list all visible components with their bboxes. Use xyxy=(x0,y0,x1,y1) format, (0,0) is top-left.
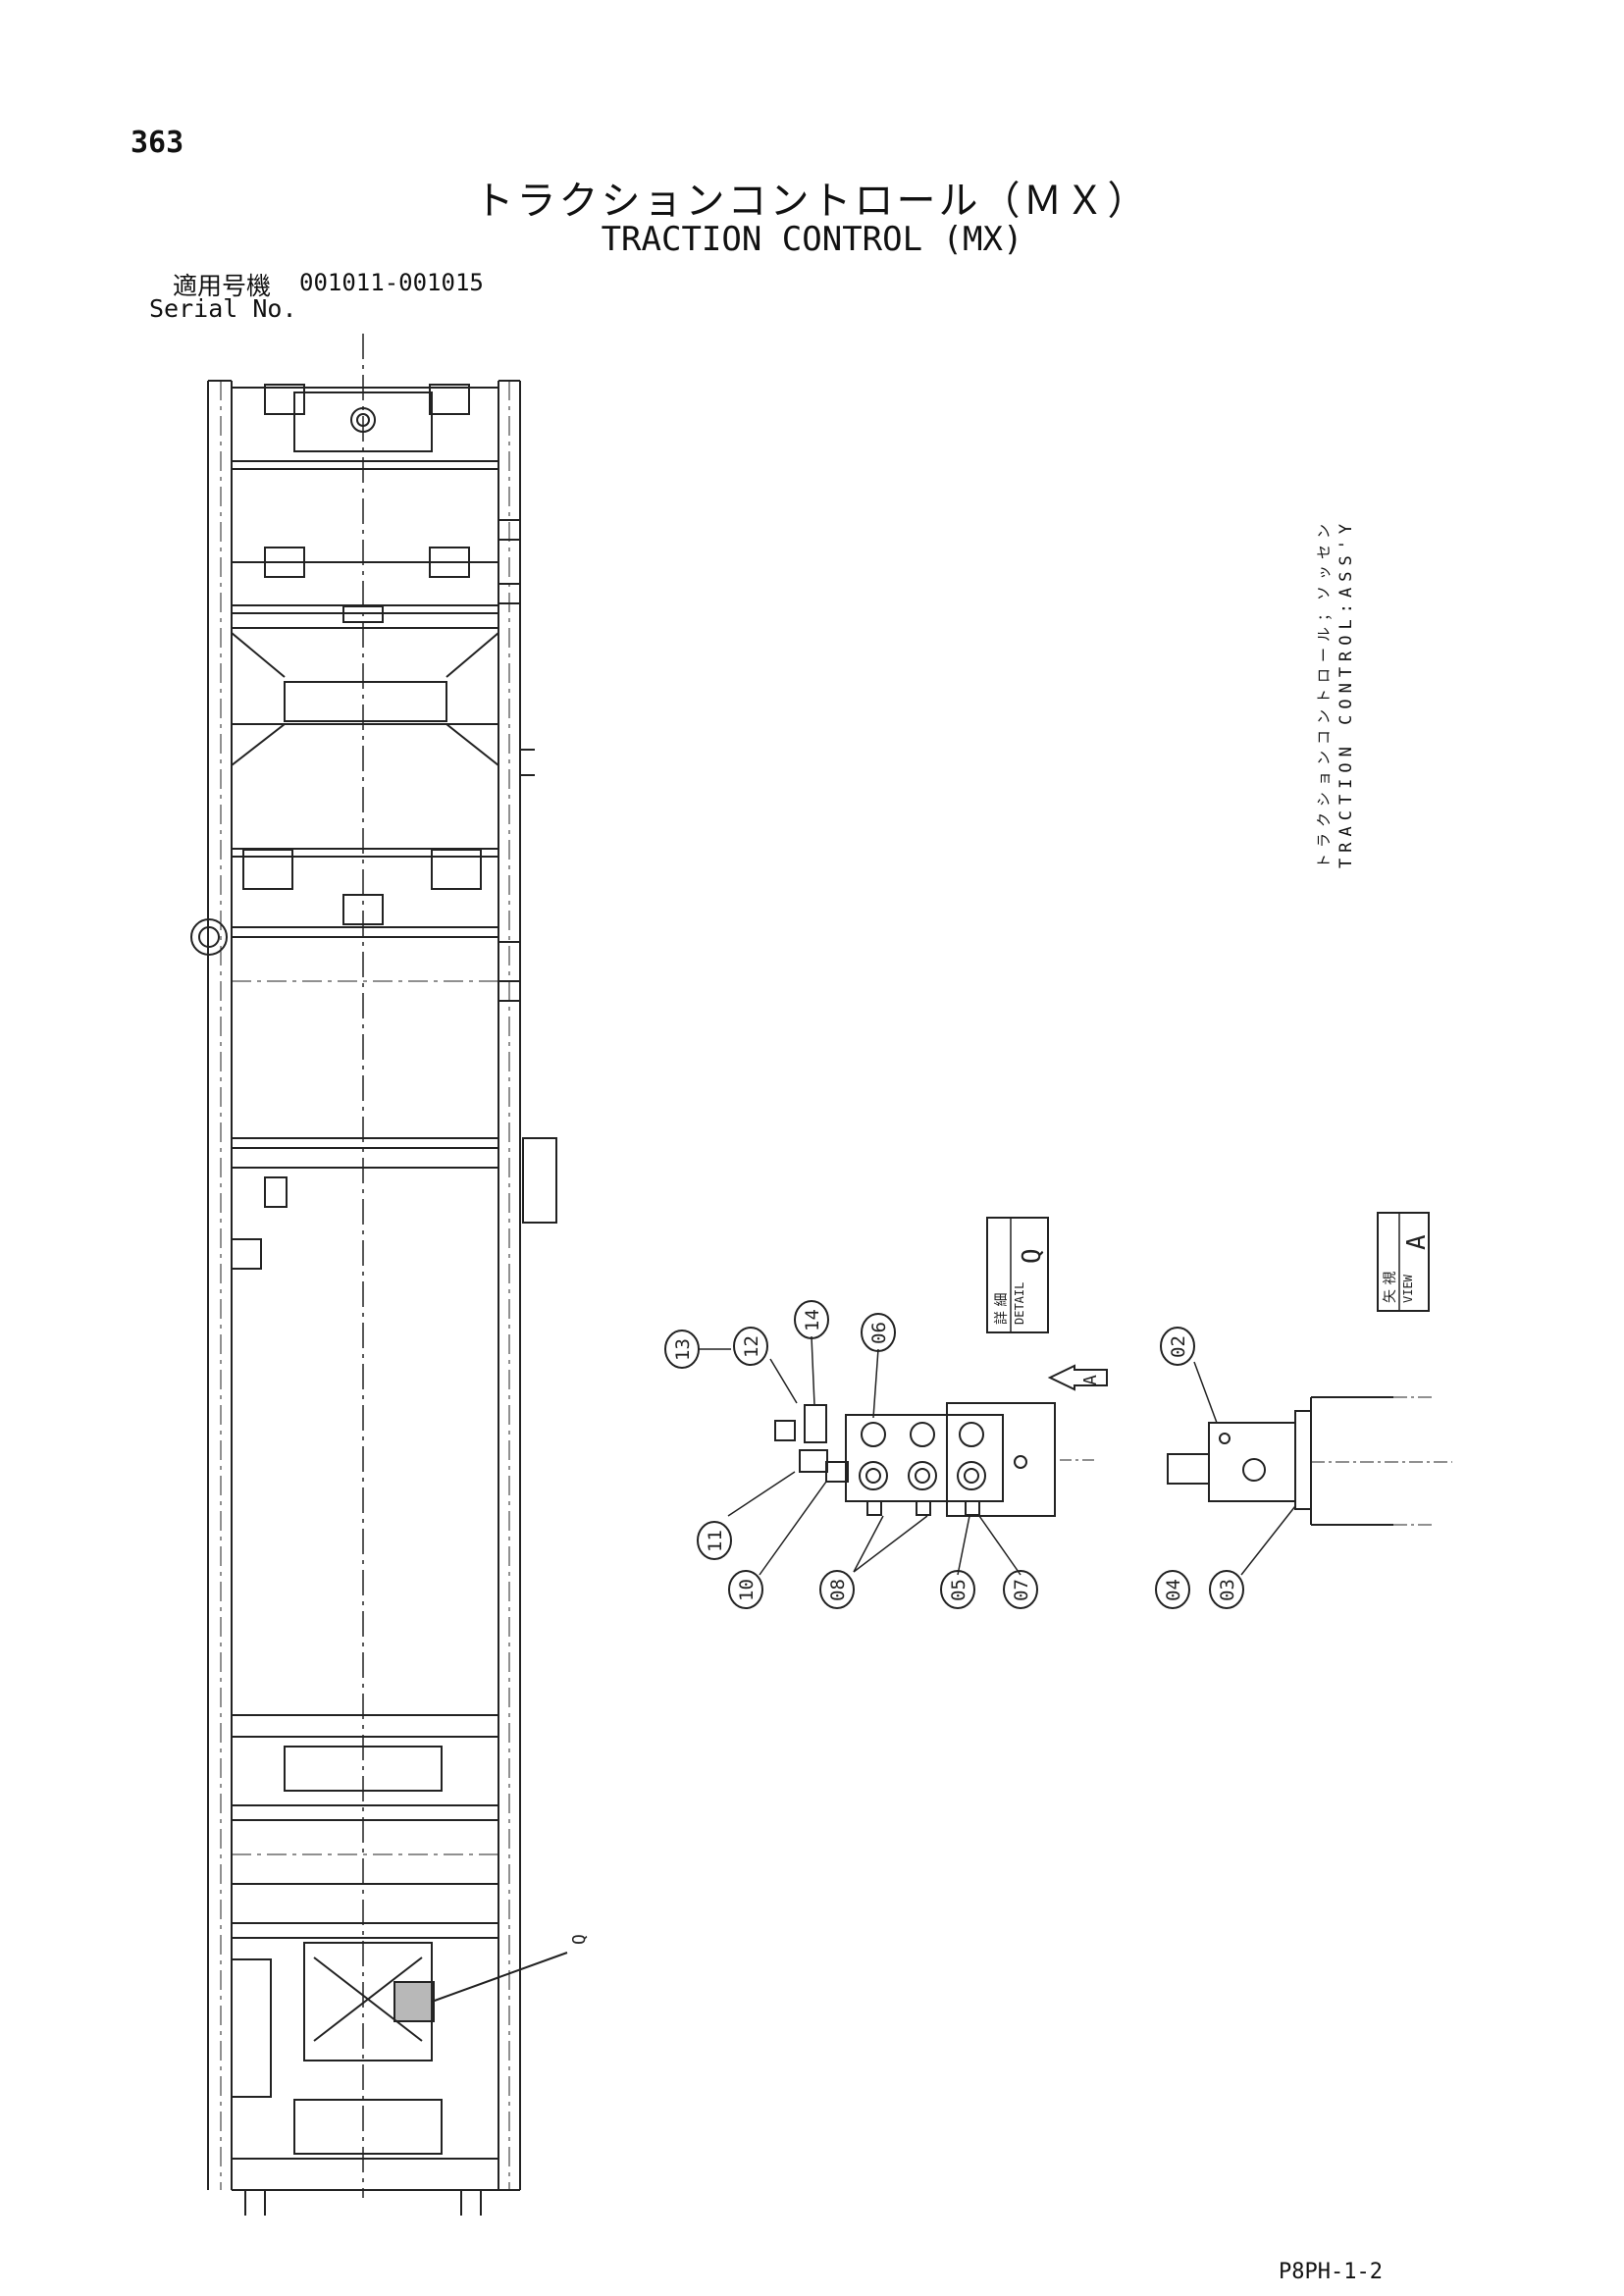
part-balloons: 13 12 14 06 11 10 08 05 07 02 04 03 xyxy=(664,1300,1244,1609)
part-balloon xyxy=(1155,1570,1190,1609)
part-balloon-label: 06 xyxy=(868,1322,890,1344)
view-box-kanji: 矢 視 xyxy=(1383,1272,1398,1303)
part-balloon xyxy=(819,1570,855,1609)
part-balloon xyxy=(728,1570,763,1609)
part-balloon-label: 04 xyxy=(1163,1579,1184,1601)
part-balloon xyxy=(1209,1570,1244,1609)
balloon-leaders xyxy=(699,1335,1296,1576)
part-balloon-label: 14 xyxy=(802,1309,823,1331)
page-title-en: TRACTION CONTROL (MX) xyxy=(601,220,1023,259)
serial-range: 001011-001015 xyxy=(299,269,484,296)
view-box-en: VIEW xyxy=(1401,1274,1415,1303)
part-balloon-label: 13 xyxy=(672,1338,694,1361)
part-balloon-label: 11 xyxy=(705,1530,726,1552)
part-balloon-label: 08 xyxy=(827,1579,849,1601)
chassis-frame xyxy=(190,334,568,2216)
part-balloon xyxy=(1003,1570,1038,1609)
detail-box-kanji: 詳 細 xyxy=(994,1293,1010,1325)
view-a-valve xyxy=(1167,1396,1452,1526)
part-balloon xyxy=(697,1521,732,1560)
part-balloon-label: 07 xyxy=(1011,1579,1032,1601)
part-balloon xyxy=(1160,1327,1195,1366)
part-balloon-label: 12 xyxy=(741,1335,762,1358)
part-balloon xyxy=(940,1570,975,1609)
serial-label-jp: 適用号機 xyxy=(173,272,272,300)
view-box-letter: A xyxy=(1402,1234,1432,1250)
part-balloon-label: 10 xyxy=(736,1579,758,1601)
document-code: P8PH-1-2 xyxy=(1279,2260,1383,2284)
part-balloon xyxy=(733,1327,768,1366)
detail-box-letter: Q xyxy=(1018,1248,1047,1264)
page-number: 363 xyxy=(131,126,184,160)
part-balloon xyxy=(861,1313,896,1352)
part-balloon xyxy=(664,1330,700,1369)
serial-label-en: Serial No. xyxy=(149,294,297,323)
view-box xyxy=(1377,1212,1430,1312)
view-arrow-letter: A xyxy=(1080,1375,1101,1385)
part-balloon xyxy=(794,1300,829,1339)
detail-box xyxy=(986,1217,1049,1333)
detail-marker-letter: Q xyxy=(569,1934,590,1945)
part-balloon-label: 03 xyxy=(1217,1579,1238,1601)
page-title-jp: トラクションコントロール（ＭＸ） xyxy=(474,179,1150,224)
detail-q-valve-assembly xyxy=(774,1364,1108,1517)
part-balloon-label: 05 xyxy=(948,1579,969,1601)
detail-box-en: DETAIL xyxy=(1013,1282,1026,1325)
part-balloon-label: 02 xyxy=(1168,1335,1189,1358)
